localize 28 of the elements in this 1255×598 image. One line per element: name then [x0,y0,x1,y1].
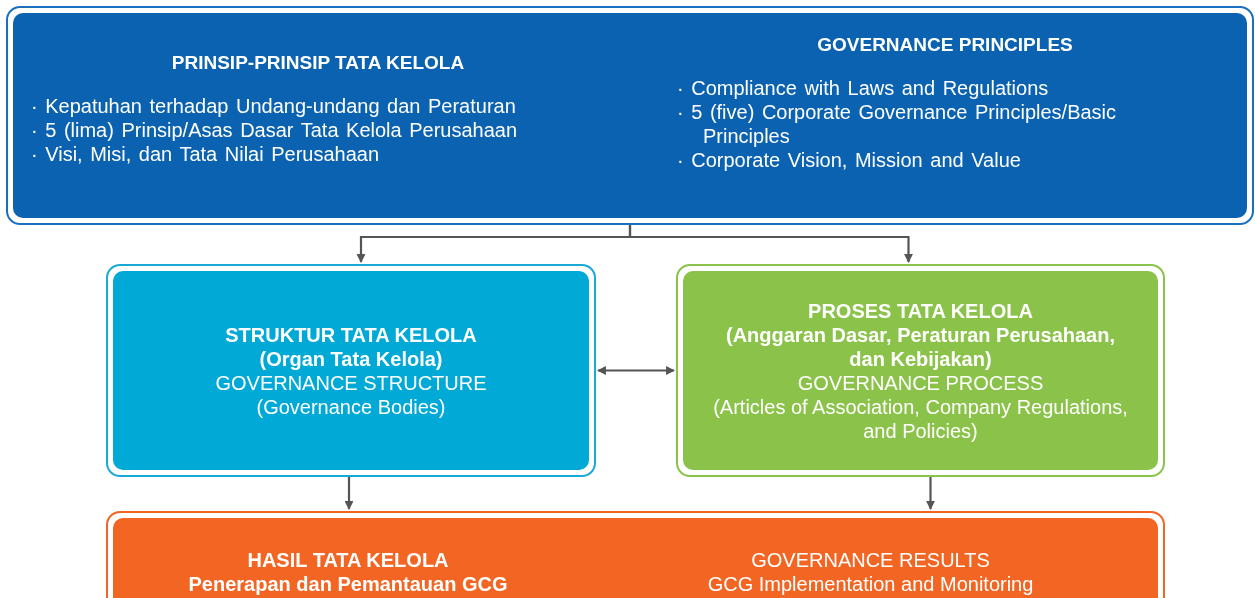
arrow [597,366,675,375]
arrow [926,477,935,510]
bullet-text: · Compliance with Laws and Regulations [677,75,1050,100]
bold-title: STRUKTUR TATA KELOLA [225,322,477,347]
subtitle: (Articles of Association, Company Regulations, and Policies) [712,394,1129,443]
bold-title: Penerapan dan Pemantauan GCG [188,572,508,596]
process-box [676,264,1165,477]
arrow [344,477,354,510]
heading: GOVERNANCE PRINCIPLES [817,33,1073,57]
heading: PRINSIP-PRINSIP TATA KELOLA [171,51,465,75]
subtitle: GOVERNANCE RESULTS [751,548,990,572]
structure-box [106,264,596,477]
results-box [106,511,1165,598]
bullet-text: · Corporate Vision, Mission and Value [677,147,1022,172]
bullet-text: · Kepatuhan terhadap Undang-undang dan Peraturan [31,93,517,118]
subtitle: GOVERNANCE PROCESS [797,370,1044,395]
arrow [628,225,913,263]
bold-title: (Organ Tata Kelola) [259,346,443,371]
bullet-text: · 5 (five) Corporate Governance Principles/Basic Principles [677,99,1118,148]
subtitle: GOVERNANCE STRUCTURE [215,370,487,395]
bullet-text: · 5 (lima) Prinsip/Asas Dasar Tata Kelola Perusahaan [31,117,519,142]
bold-title: PROSES TATA KELOLA [808,298,1033,323]
subtitle: GCG Implementation and Monitoring [707,572,1034,596]
subtitle: (Governance Bodies) [256,394,446,419]
bold-title: (Anggaran Dasar, Peraturan Perusahaan, dan Kebijakan) [724,322,1116,371]
bullet-text: · Visi, Misi, dan Tata Nilai Perusahaan [31,141,381,166]
principles-panel [6,6,1254,225]
bold-title: HASIL TATA KELOLA [247,548,449,572]
